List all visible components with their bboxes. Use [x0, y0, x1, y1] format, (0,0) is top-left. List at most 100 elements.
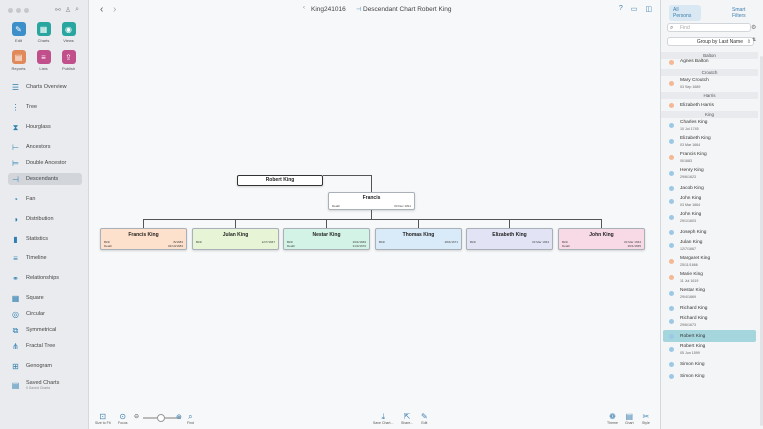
help-icon[interactable]: ?	[618, 5, 623, 12]
spouse-box[interactable]: Francis Death 03 Dec 1811	[328, 192, 415, 210]
back-arrow-icon[interactable]: ‹	[100, 4, 104, 15]
publish-tool-button[interactable]: ⇪ Publish	[56, 50, 81, 71]
window-icon[interactable]: ▭	[630, 6, 638, 13]
fractal-tree-icon: ⋔	[12, 341, 19, 351]
sidebar-item-fractal-tree[interactable]: ⋔ Fractal Tree	[8, 340, 82, 352]
gear-icon[interactable]: ⚙	[751, 25, 757, 31]
sidebar-item-label: Hourglass	[26, 124, 51, 130]
sidebar-item-square[interactable]: ▦ Square	[8, 292, 82, 304]
sidebar-item-charts-overview[interactable]: ☰ Charts Overview	[8, 81, 82, 93]
sidebar-item-tree[interactable]: ⋮ Tree	[8, 101, 82, 113]
edit-tool-button[interactable]: ✎ Edit	[6, 22, 31, 43]
sidebar-item-timeline[interactable]: ≡ Timeline	[8, 252, 82, 264]
person-list-item[interactable]: Agnes Balton	[663, 59, 756, 69]
person-list-item[interactable]: Simon King	[663, 358, 756, 370]
sidebar-item-distribution[interactable]: ◑ Distribution	[8, 213, 82, 225]
sidebar-item-hourglass[interactable]: ⧗ Hourglass	[8, 121, 82, 133]
sidebar-item-genogram[interactable]: ⊞ Genogram	[8, 360, 82, 372]
birth-label: Birth	[470, 240, 477, 244]
sidebar-item-fan[interactable]: ◔ Fan	[8, 193, 82, 205]
person-list-item[interactable]: Francis King/5/1683	[663, 150, 756, 166]
sidebar-item-symmetrical[interactable]: ⧉ Symmetrical	[8, 324, 82, 336]
reports-tool-button[interactable]: ▤ Reports	[6, 50, 31, 71]
style-button[interactable]: ✂ Style	[642, 412, 650, 425]
share-button[interactable]: ⇱ Share...	[401, 412, 413, 425]
minimize-window-button[interactable]	[16, 8, 21, 13]
sidebar-item-double-ancestor[interactable]: ⊨ Double Ancestor	[8, 157, 82, 169]
person-date: 29/6/1623	[680, 175, 696, 179]
sidebar-toggle-icon[interactable]: ◫	[645, 6, 652, 13]
zoom-window-button[interactable]	[24, 8, 29, 13]
save-chart-button[interactable]: ⤓ Save Chart...	[373, 412, 393, 425]
charts-tool-button[interactable]: ▦ Charts	[31, 22, 56, 43]
person-list-item[interactable]: Robert King	[663, 330, 756, 342]
person-list-item[interactable]: Simon King	[663, 370, 756, 382]
search-icon[interactable]: ⌕	[75, 6, 80, 13]
person-search-input[interactable]: ⌕ Find	[667, 23, 751, 32]
root-person-box[interactable]: Robert King	[237, 175, 323, 186]
zoom-slider[interactable]	[143, 414, 181, 422]
sidebar-item-ancestors[interactable]: ⊢ Ancestors	[8, 141, 82, 153]
size-to-fit-button[interactable]: ⊡ Size to Fit	[95, 412, 111, 425]
close-window-button[interactable]	[8, 8, 13, 13]
person-list-item[interactable]: Joseph King	[663, 226, 756, 238]
group-by-select[interactable]: Group by Last Name ⇕	[667, 37, 754, 46]
find-label: Find	[187, 421, 194, 425]
reports-icon: ▤	[11, 50, 26, 64]
child-name: Francis King	[128, 232, 159, 238]
chart-button[interactable]: ▤ Chart	[625, 412, 634, 425]
gender-dot-icon	[669, 199, 674, 204]
forward-arrow-icon[interactable]: ›	[113, 4, 117, 15]
sidebar-item-label: Square	[26, 295, 44, 301]
person-date: 03 Mar 1664	[680, 143, 701, 147]
edit-button[interactable]: ✎ Edit	[421, 412, 428, 425]
gender-dot-icon	[669, 186, 674, 191]
zoom-in-icon[interactable]: ⊕	[176, 414, 182, 421]
tab-all-persons[interactable]: All Persons	[669, 5, 702, 21]
sidebar-item-descendants[interactable]: ⊣ Descendants	[8, 173, 82, 185]
person-list-item[interactable]: Richard King	[663, 302, 756, 314]
sidebar-item-circular[interactable]: ◎ Circular	[8, 308, 82, 320]
person-list-item[interactable]: Elizabeth Harris	[663, 99, 756, 111]
tool-label: Edit	[15, 38, 22, 43]
find-button[interactable]: ⌕ Find	[187, 412, 194, 425]
views-tool-button[interactable]: ◉ Views	[56, 22, 81, 43]
sidebar-item-label: Tree	[26, 104, 38, 110]
zoom-slider-knob[interactable]	[157, 414, 165, 422]
lists-tool-button[interactable]: ≡ Lists	[31, 50, 56, 71]
person-pin-icon[interactable]: ♙	[64, 7, 72, 14]
theme-button[interactable]: ❁ Theme	[607, 412, 618, 425]
person-list-item[interactable]: Jacob King	[663, 182, 756, 194]
sidebar-item-statistics[interactable]: ▮ Statistics	[8, 233, 82, 245]
zoom-out-icon[interactable]: ⊖	[134, 414, 140, 420]
focus-button[interactable]: ⊙ Focus	[118, 412, 128, 425]
death-date: 29/1/1665	[627, 244, 641, 248]
tool-grid: ✎ Edit▦ Charts◉ Views ▤ Reports≡ Lists⇪ P…	[6, 22, 81, 71]
link-icon[interactable]: ⚯	[55, 7, 61, 14]
scrollbar[interactable]	[760, 56, 763, 426]
chevron-left-icon[interactable]: ‹	[303, 5, 305, 11]
sort-icon[interactable]: ⇅	[752, 37, 757, 43]
sidebar-item-relationships[interactable]: ⚭ Relationships	[8, 272, 82, 284]
tab-smart-filters[interactable]: Smart Filters	[732, 7, 746, 19]
ancestors-icon: ⊢	[12, 142, 19, 152]
